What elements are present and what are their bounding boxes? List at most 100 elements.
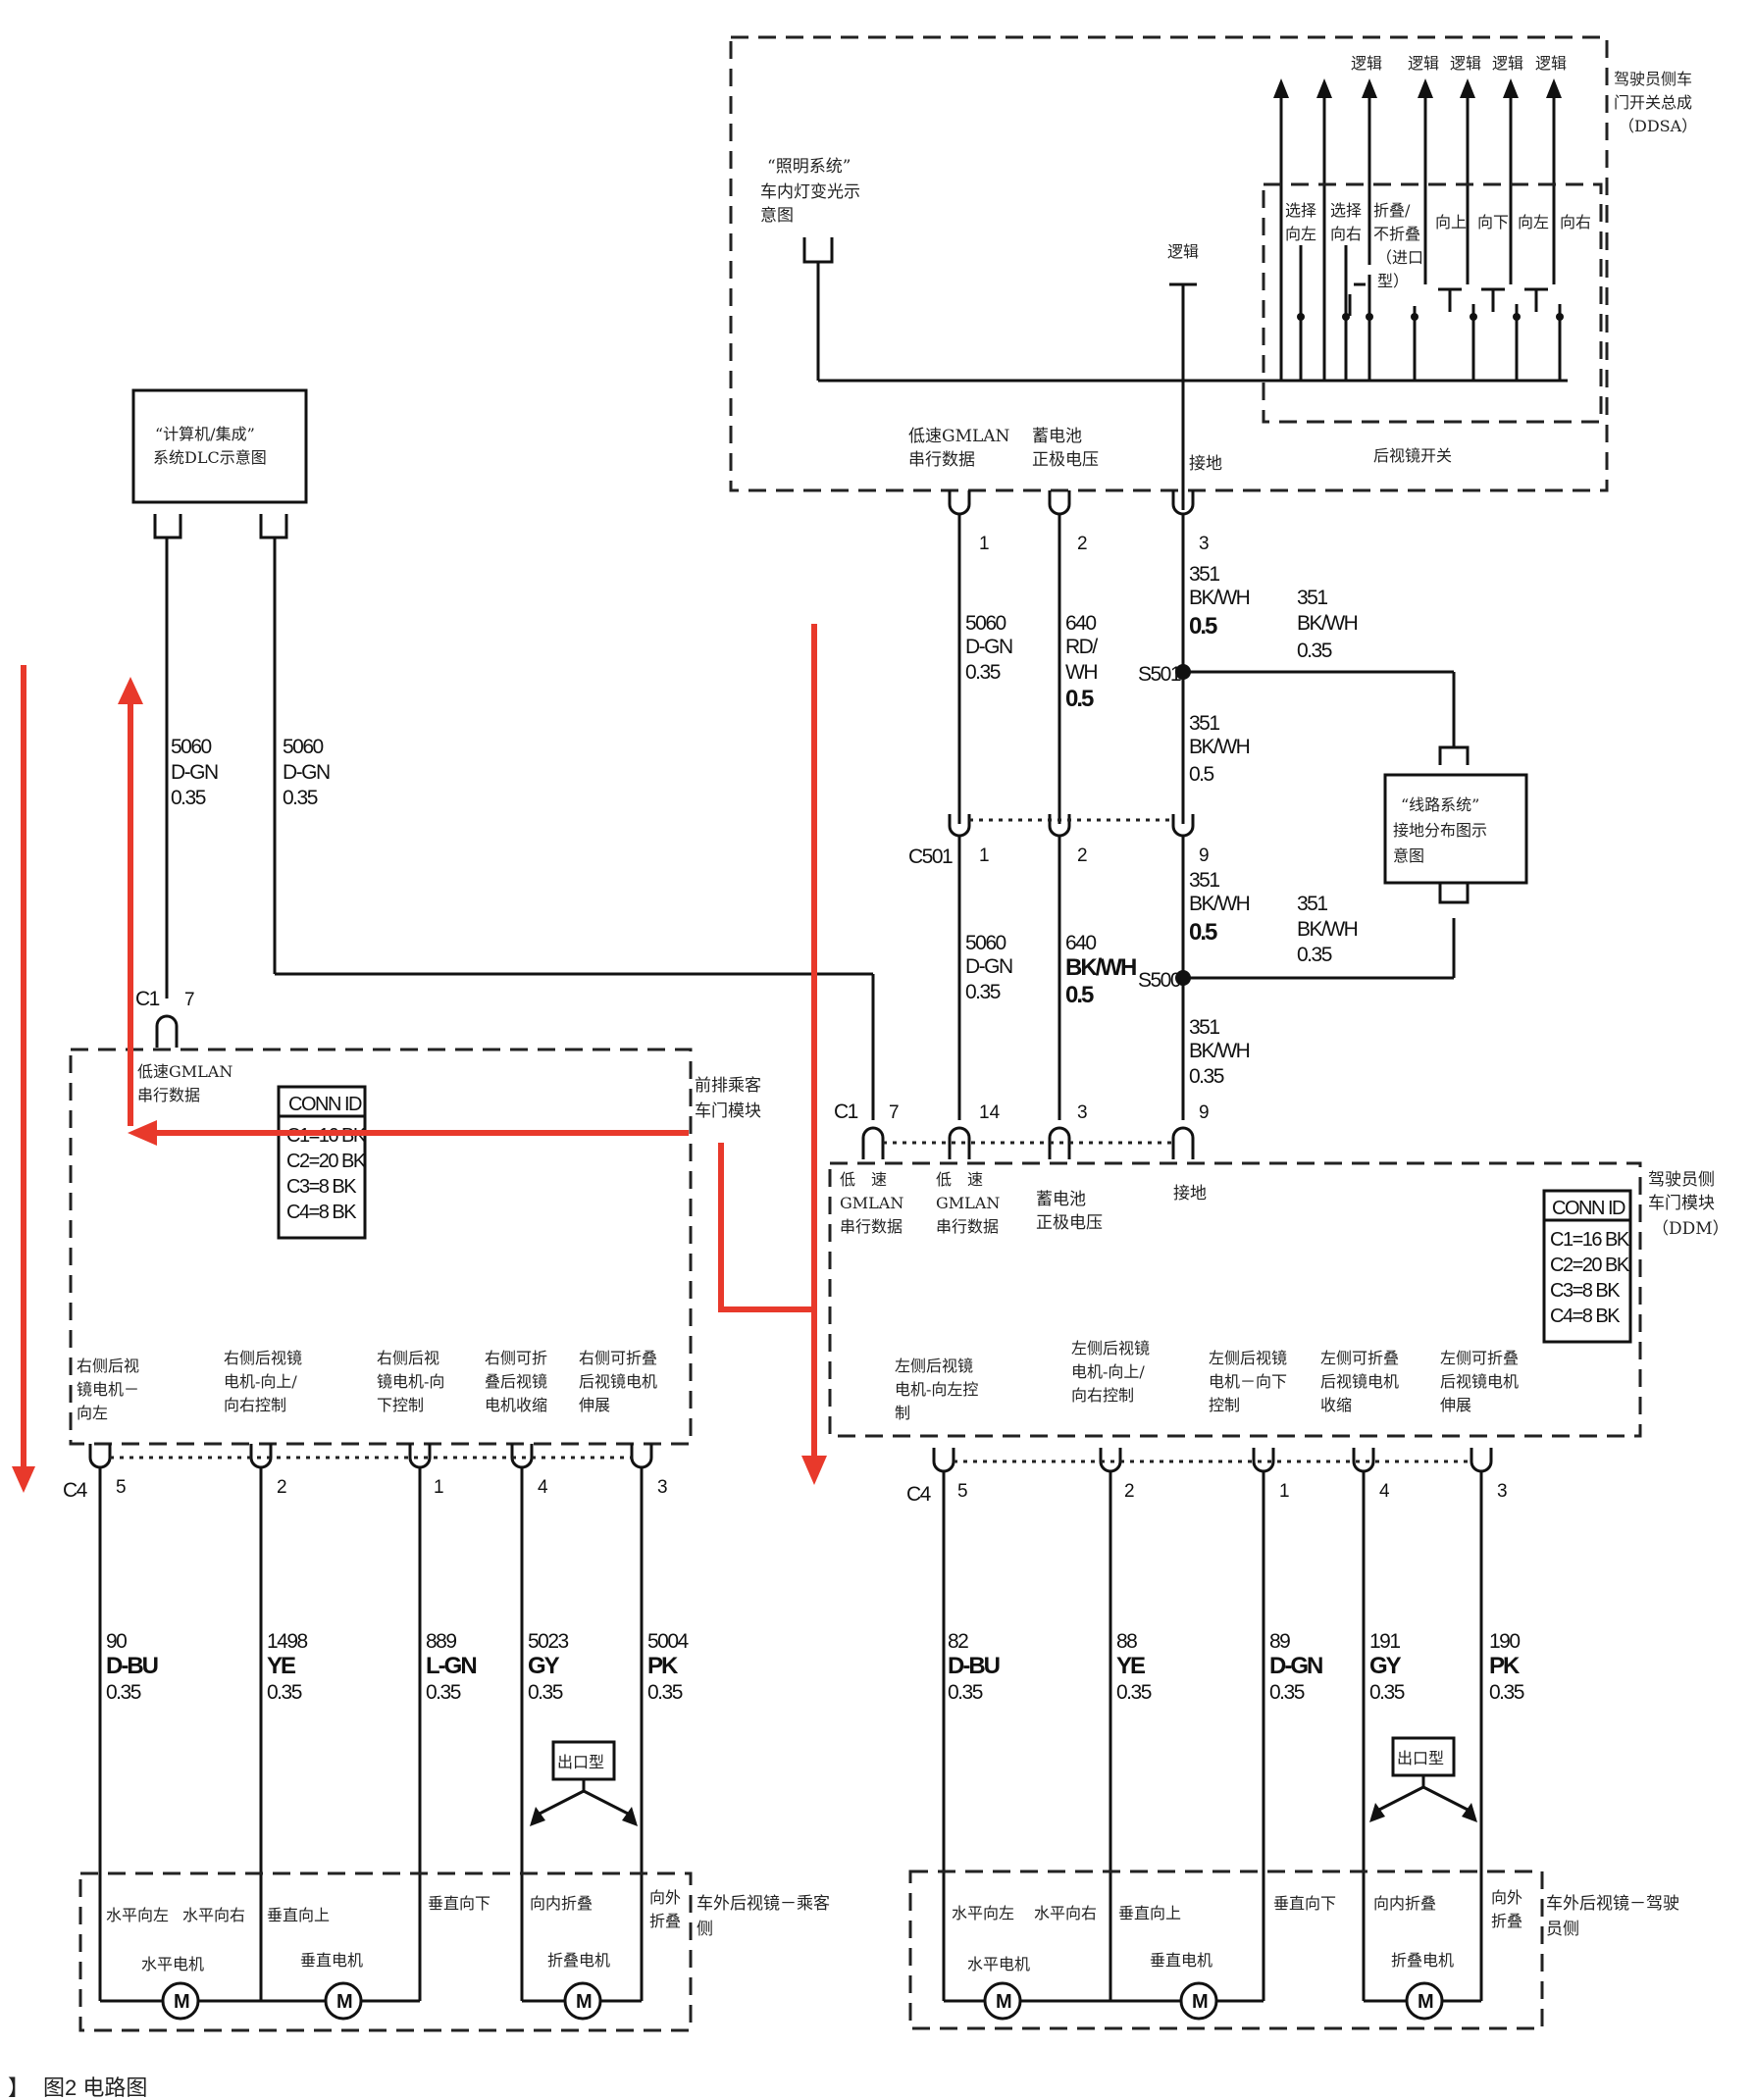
wire-label: YE bbox=[267, 1653, 296, 1679]
passenger-fold-motor: M bbox=[563, 1981, 602, 2021]
wire-label: 0.35 bbox=[1369, 1681, 1405, 1704]
input-label: 串行数据 bbox=[936, 1217, 999, 1236]
wire-label: 640 bbox=[1065, 612, 1096, 635]
pin-label: 2 bbox=[1124, 1481, 1135, 1502]
output-label: 后视镜电机 bbox=[1440, 1372, 1519, 1391]
pin-label: 1 bbox=[1279, 1481, 1290, 1502]
output-label: 向右控制 bbox=[224, 1396, 286, 1414]
pin-label: 14 bbox=[979, 1102, 1001, 1123]
wire-label: 351 bbox=[1189, 563, 1219, 586]
wire-label: 5004 bbox=[647, 1630, 690, 1653]
wire-label: 90 bbox=[106, 1630, 127, 1653]
ddsa-connector: 1 2 3 bbox=[948, 490, 1210, 554]
conn-id-row: C3=8 BK bbox=[1550, 1280, 1621, 1302]
logic-label-5: 逻辑 bbox=[1535, 54, 1567, 73]
motor-symbol: M bbox=[174, 1991, 190, 2013]
mirror-label: 垂直向下 bbox=[1273, 1894, 1336, 1913]
connector-label-c1: C1 bbox=[135, 988, 160, 1010]
wire-label: 0.35 bbox=[106, 1681, 141, 1704]
ddsa-battery-2: 正极电压 bbox=[1032, 450, 1099, 470]
driver-wire-labels: 82 D-BU 0.35 88 YE 0.35 89 D-GN 0.35 191… bbox=[948, 1630, 1525, 1704]
input-label: GMLAN bbox=[936, 1194, 1000, 1212]
pin-label: 4 bbox=[538, 1477, 548, 1498]
wire-label: 82 bbox=[948, 1630, 968, 1653]
red-connector-line bbox=[718, 1143, 812, 1312]
passenger-mirror: 车外后视镜－乘客 侧 水平向左 水平向右 垂直向上 垂直向下 向内折叠 向外 折… bbox=[78, 1871, 830, 2032]
grounding-label: 接地分布图示 bbox=[1393, 821, 1487, 840]
switch-label: 向左 bbox=[1285, 225, 1316, 243]
driver-fold-motor: M bbox=[1405, 1981, 1444, 2021]
ddsa-gmlan-2: 串行数据 bbox=[908, 450, 975, 470]
mirror-label: 向内折叠 bbox=[530, 1894, 593, 1913]
switch-label: 折叠/ bbox=[1373, 201, 1411, 220]
passenger-export-symbol: 出口型 bbox=[530, 1740, 638, 1826]
wire-label: BK/WH bbox=[1297, 918, 1358, 941]
ddsa-title-1: 驾驶员侧车 bbox=[1614, 70, 1692, 88]
output-label: 后视镜电机 bbox=[1320, 1372, 1399, 1391]
switch-label: 向上 bbox=[1435, 213, 1467, 231]
wire-label: 0.5 bbox=[1189, 763, 1214, 786]
switch-label: 不折叠 bbox=[1373, 225, 1420, 243]
output-label: 后视镜电机 bbox=[579, 1372, 657, 1391]
mirror-label: 水平向右 bbox=[1034, 1904, 1097, 1922]
passenger-vertical-motor: M bbox=[324, 1981, 363, 2021]
pin-label: 4 bbox=[1379, 1481, 1390, 1502]
ddsa-title-3: （DDSA） bbox=[1619, 117, 1697, 135]
lighting-ref-2: 车内灯变光示 bbox=[760, 182, 860, 202]
wire-label: 5060 bbox=[965, 612, 1006, 635]
output-label: 右侧可折叠 bbox=[579, 1349, 657, 1367]
mirror-label: 水平向左 bbox=[106, 1906, 169, 1924]
wire-label: 1498 bbox=[267, 1630, 308, 1653]
input-label: 蓄电池 bbox=[1036, 1190, 1086, 1209]
conn-id-row: C4=8 BK bbox=[1550, 1306, 1621, 1327]
caption-text: 图2 电路图 bbox=[43, 2075, 147, 2100]
mirror-title: 员侧 bbox=[1546, 1920, 1579, 1939]
mirror-label: 垂直向上 bbox=[267, 1906, 330, 1924]
caption-marker: 】 bbox=[8, 2075, 29, 2100]
output-label: 镜电机-向 bbox=[377, 1372, 444, 1391]
output-label: 电机收缩 bbox=[485, 1396, 547, 1414]
wire-label: 88 bbox=[1116, 1630, 1137, 1653]
output-label: 向右控制 bbox=[1071, 1386, 1134, 1405]
mirror-label: 向外 bbox=[1491, 1888, 1522, 1907]
motor-label: 水平电机 bbox=[967, 1955, 1030, 1973]
passenger-horizontal-motor: M bbox=[161, 1981, 200, 2021]
pin-label: 7 bbox=[184, 990, 195, 1010]
input-label: 低 速 bbox=[936, 1170, 983, 1189]
mirror-label: 水平向右 bbox=[182, 1906, 245, 1924]
gmlan-label: 串行数据 bbox=[137, 1086, 200, 1104]
wire-label: BK/WH bbox=[1189, 736, 1250, 758]
lighting-connector-icon bbox=[802, 237, 834, 264]
mirror-label: 折叠 bbox=[649, 1912, 681, 1930]
wire-label: YE bbox=[1116, 1653, 1146, 1679]
output-label: 左侧可折叠 bbox=[1320, 1349, 1399, 1367]
module-title: 前排乘客 bbox=[695, 1076, 761, 1096]
connector-label-c1: C1 bbox=[834, 1101, 858, 1123]
output-label: 伸展 bbox=[579, 1396, 610, 1414]
motor-symbol: M bbox=[576, 1991, 593, 2013]
logic-label-3: 逻辑 bbox=[1450, 54, 1481, 73]
motor-label: 折叠电机 bbox=[547, 1951, 610, 1970]
figure-caption: 】 图2 电路图 bbox=[8, 2075, 147, 2100]
conn-id-row: C1=16 BK bbox=[1550, 1229, 1630, 1251]
wire-label: D-GN bbox=[965, 955, 1012, 978]
wire-label: 190 bbox=[1489, 1630, 1520, 1653]
output-label: 下控制 bbox=[377, 1396, 424, 1414]
wire-label: BK/WH bbox=[1189, 893, 1250, 915]
connector-label-c4: C4 bbox=[63, 1479, 88, 1502]
wire-label: 0.35 bbox=[1489, 1681, 1524, 1704]
output-label: 伸展 bbox=[1440, 1396, 1471, 1414]
mirror-label: 向外 bbox=[649, 1888, 681, 1907]
output-label: 电机-向上/ bbox=[1071, 1362, 1145, 1381]
pin-label: 1 bbox=[979, 534, 990, 554]
wire-label: 0.35 bbox=[1269, 1681, 1305, 1704]
output-label: 电机-向上/ bbox=[224, 1372, 297, 1391]
motor-symbol: M bbox=[1192, 1991, 1209, 2013]
mirror-switch-label: 后视镜开关 bbox=[1373, 446, 1452, 465]
wire-label: D-GN bbox=[965, 636, 1012, 658]
passenger-door-module: C1 7 低速GMLAN 串行数据 前排乘客 车门模块 CONN ID C1=1… bbox=[69, 988, 761, 1446]
wire-label: 5060 bbox=[283, 736, 324, 758]
input-label: 低 速 bbox=[840, 1170, 887, 1189]
wire-label: 0.35 bbox=[647, 1681, 683, 1704]
pin-label: 1 bbox=[434, 1477, 444, 1498]
